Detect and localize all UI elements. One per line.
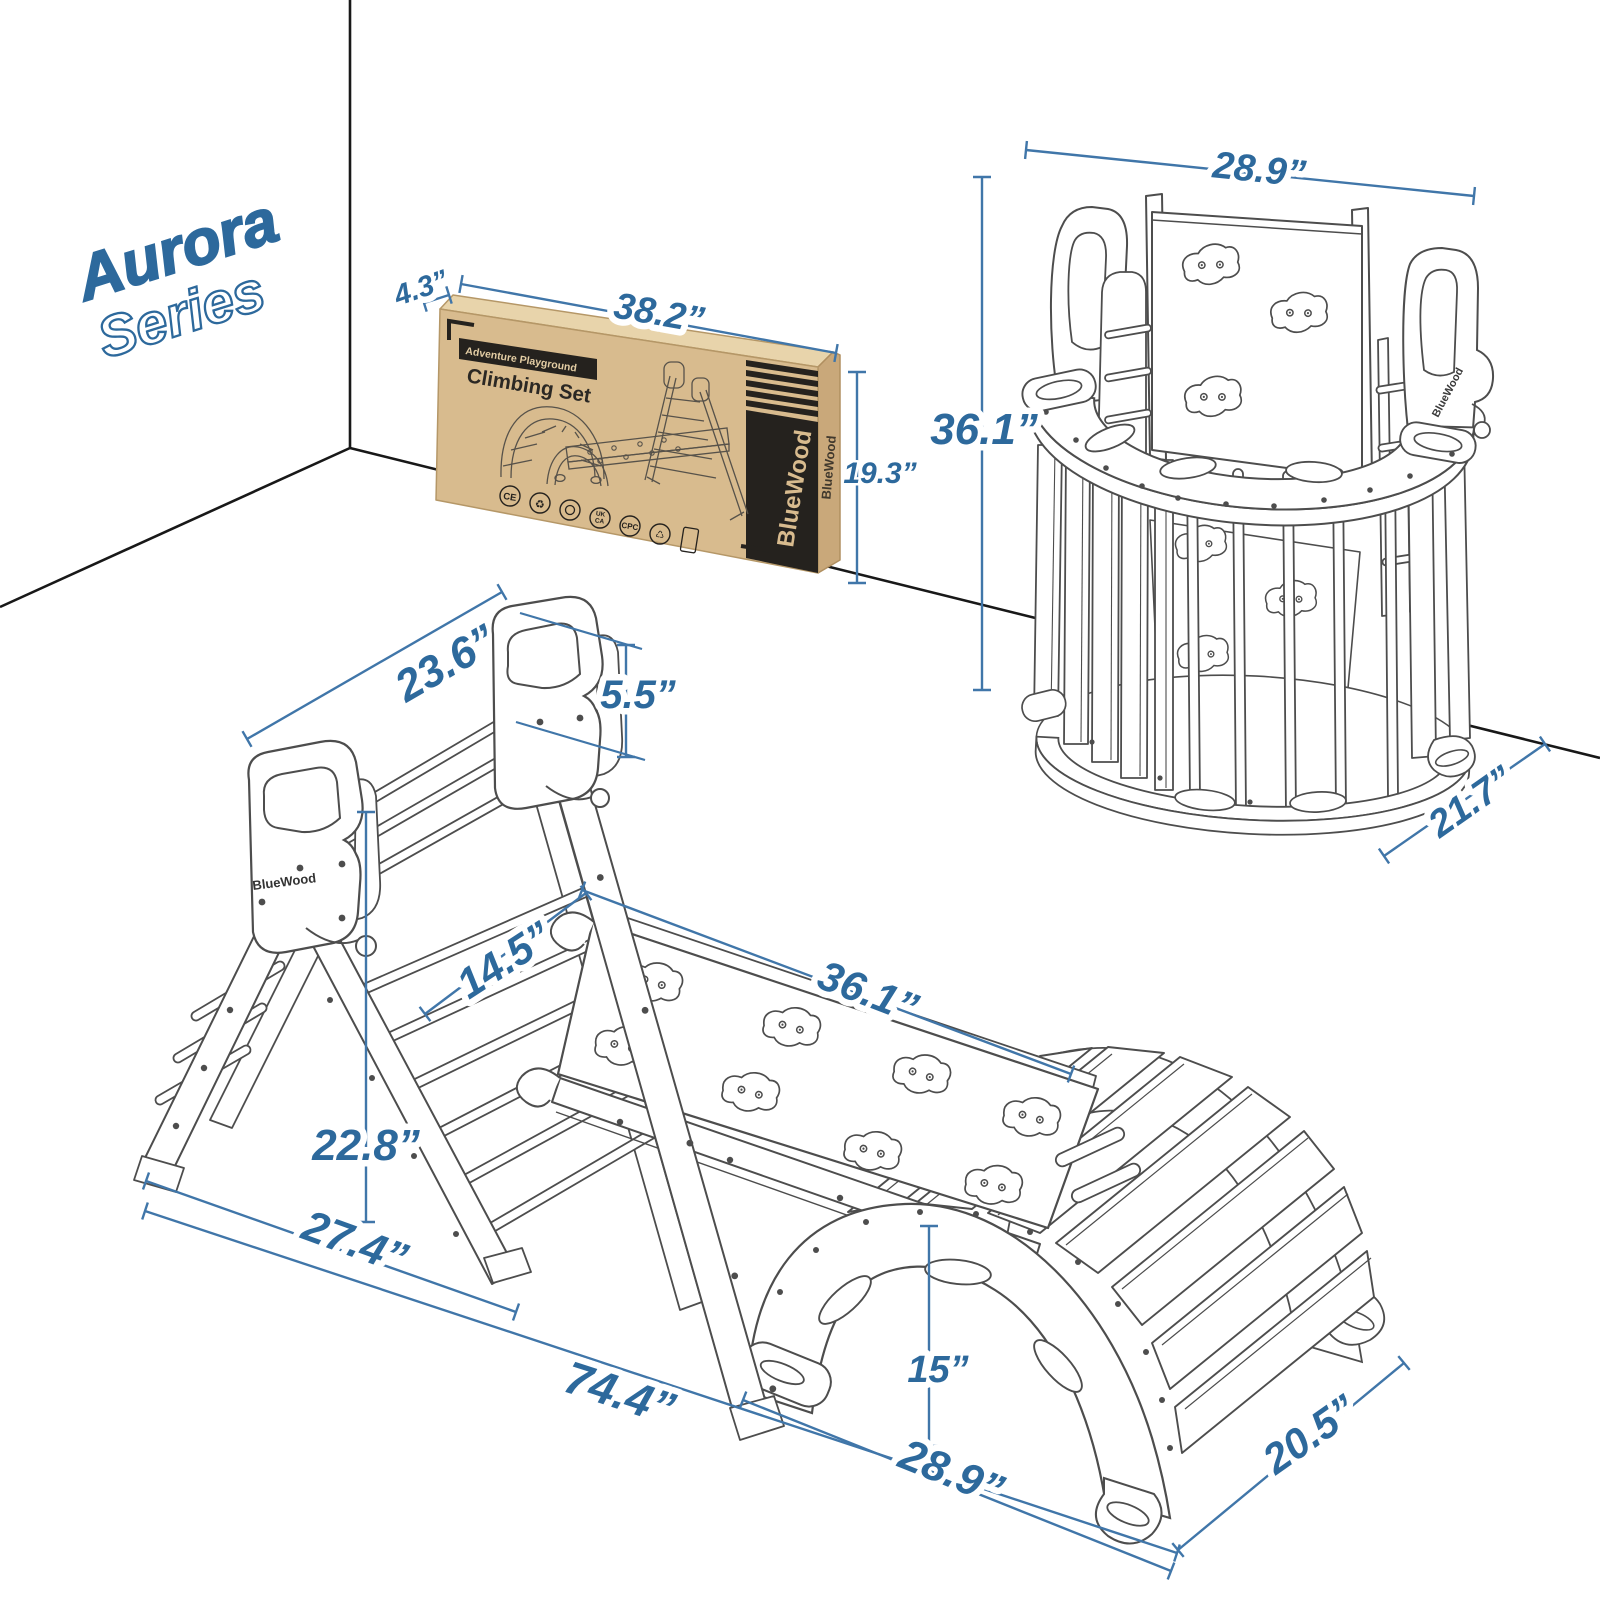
- svg-text:5.5”: 5.5”: [600, 673, 676, 717]
- svg-text:19.3”: 19.3”: [843, 457, 916, 490]
- svg-text:19.3”: 19.3”: [843, 457, 916, 490]
- svg-text:♺: ♺: [654, 529, 665, 541]
- svg-text:UK: UK: [595, 510, 606, 518]
- svg-text:♻: ♻: [534, 498, 546, 511]
- svg-text:CPC: CPC: [621, 521, 639, 533]
- svg-text:CA: CA: [594, 517, 605, 525]
- svg-text:15”: 15”: [907, 1349, 968, 1391]
- svg-text:22.8”: 22.8”: [311, 1121, 420, 1170]
- svg-text:22.8”: 22.8”: [311, 1121, 420, 1170]
- svg-text:5.5”: 5.5”: [600, 673, 676, 717]
- svg-text:15”: 15”: [907, 1349, 968, 1391]
- svg-text:36.1”: 36.1”: [930, 405, 1038, 454]
- svg-text:36.1”: 36.1”: [930, 405, 1038, 454]
- svg-text:BlueWood: BlueWood: [818, 435, 839, 500]
- svg-text:28.9”: 28.9”: [1210, 144, 1308, 196]
- svg-text:CE: CE: [502, 491, 517, 504]
